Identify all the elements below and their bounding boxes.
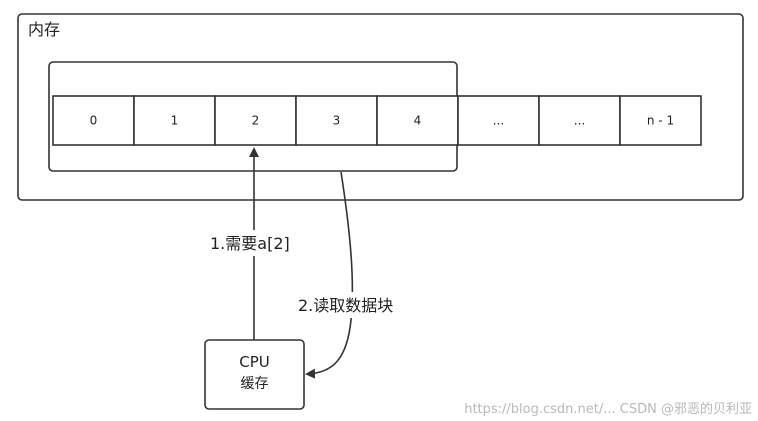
memory-cell-label: 1 <box>171 114 179 128</box>
memory-cell-box <box>457 95 540 146</box>
memory-cell-box <box>295 95 378 146</box>
memory-cell-label: n - 1 <box>647 114 674 128</box>
memory-cell: n - 1 <box>619 95 702 146</box>
request-label-bg <box>208 230 300 256</box>
memory-cell-box <box>214 95 297 146</box>
memory-cell-label: 0 <box>90 114 98 128</box>
memory-label: 内存 <box>28 20 60 39</box>
read-block-label: 2.读取数据块 <box>298 296 393 315</box>
cpu-subtitle: 缓存 <box>241 376 269 392</box>
memory-cell: ... <box>538 95 621 146</box>
memory-cell-label: 2 <box>252 114 260 128</box>
memory-cell-label: ... <box>493 114 504 128</box>
read-block-arrow <box>305 171 354 379</box>
memory-cell: ... <box>457 95 540 146</box>
read-block-label-bg <box>296 292 410 318</box>
memory-cells: 0 1 2 3 4...... n - 1 <box>52 95 702 146</box>
memory-cell: 1 <box>133 95 216 146</box>
watermark: https://blog.csdn.net/... CSDN @邪恶的贝利亚 <box>464 401 752 417</box>
memory-cell-box <box>619 95 702 146</box>
request-label: 1.需要a[2] <box>210 234 290 253</box>
memory-cell-box <box>538 95 621 146</box>
memory-cell-box <box>133 95 216 146</box>
cpu-title: CPU <box>239 353 270 371</box>
memory-region <box>17 13 744 201</box>
memory-cell: 4 <box>376 95 459 146</box>
memory-cell: 3 <box>295 95 378 146</box>
cpu-cache-box <box>204 339 305 410</box>
memory-cell: 0 <box>52 95 135 146</box>
memory-cell-label: ... <box>574 114 585 128</box>
memory-cell: 2 <box>214 95 297 146</box>
memory-cell-label: 3 <box>333 114 341 128</box>
memory-cell-box <box>376 95 459 146</box>
memory-cell-label: 4 <box>414 114 422 128</box>
